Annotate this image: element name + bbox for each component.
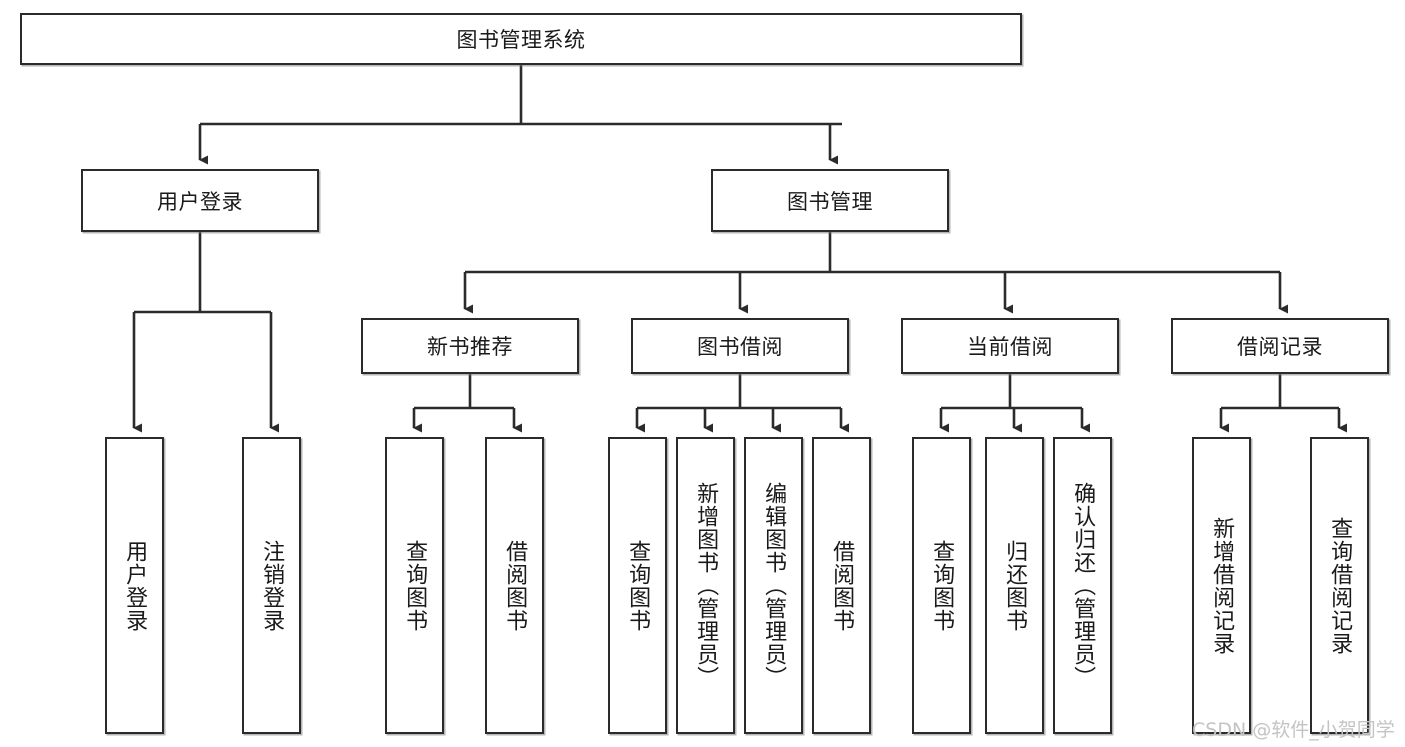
node-user-login[interactable]: 用户登录 [81, 169, 319, 232]
node-leaf-edit-book[interactable]: 编辑图书（管理员） [744, 437, 803, 734]
node-leaf-confirm-return-label: 确认归还（管理员） [1070, 482, 1096, 689]
node-leaf-add-book[interactable]: 新增图书（管理员） [676, 437, 735, 734]
node-leaf-user-login-label: 用户登录 [122, 539, 148, 632]
node-leaf-return-book[interactable]: 归还图书 [985, 437, 1044, 734]
node-leaf-confirm-return[interactable]: 确认归还（管理员） [1053, 437, 1112, 734]
node-user-login-label: 用户登录 [157, 189, 243, 214]
node-leaf-query-record[interactable]: 查询借阅记录 [1310, 437, 1369, 734]
node-leaf-add-record[interactable]: 新增借阅记录 [1192, 437, 1251, 734]
node-leaf-user-login[interactable]: 用户登录 [105, 437, 164, 734]
node-leaf-query-book-2[interactable]: 查询图书 [608, 437, 667, 734]
node-leaf-borrow-book-1[interactable]: 借阅图书 [485, 437, 544, 734]
node-leaf-return-book-label: 归还图书 [1002, 539, 1028, 632]
node-current-borrow[interactable]: 当前借阅 [901, 318, 1119, 374]
node-new-book-recommend[interactable]: 新书推荐 [361, 318, 579, 374]
node-leaf-query-book-2-label: 查询图书 [625, 539, 651, 632]
node-leaf-borrow-book-2[interactable]: 借阅图书 [812, 437, 871, 734]
node-borrow-record-label: 借阅记录 [1237, 335, 1323, 359]
csdn-watermark: CSDN @软件_小贺同学 [1192, 719, 1395, 741]
node-leaf-query-book-3-label: 查询图书 [929, 539, 955, 632]
node-leaf-query-book-3[interactable]: 查询图书 [912, 437, 971, 734]
node-leaf-add-record-label: 新增借阅记录 [1209, 516, 1235, 655]
node-current-borrow-label: 当前借阅 [967, 335, 1053, 359]
node-leaf-borrow-book-1-label: 借阅图书 [502, 539, 528, 632]
node-book-management-label: 图书管理 [787, 189, 873, 214]
node-leaf-query-book-1[interactable]: 查询图书 [385, 437, 444, 734]
node-borrow-record[interactable]: 借阅记录 [1171, 318, 1389, 374]
node-leaf-query-book-1-label: 查询图书 [402, 539, 428, 632]
node-book-borrow[interactable]: 图书借阅 [631, 318, 849, 374]
node-leaf-borrow-book-2-label: 借阅图书 [829, 539, 855, 632]
node-new-book-recommend-label: 新书推荐 [427, 335, 513, 359]
node-root-label: 图书管理系统 [456, 28, 586, 52]
node-root[interactable]: 图书管理系统 [20, 13, 1022, 65]
node-leaf-edit-book-label: 编辑图书（管理员） [761, 482, 787, 689]
node-leaf-query-record-label: 查询借阅记录 [1327, 516, 1353, 655]
node-book-management[interactable]: 图书管理 [711, 169, 949, 232]
node-leaf-add-book-label: 新增图书（管理员） [693, 482, 719, 689]
node-leaf-logout-label: 注销登录 [259, 539, 285, 632]
node-leaf-logout[interactable]: 注销登录 [242, 437, 301, 734]
edges-group [132, 65, 1347, 433]
node-book-borrow-label: 图书借阅 [697, 335, 783, 359]
